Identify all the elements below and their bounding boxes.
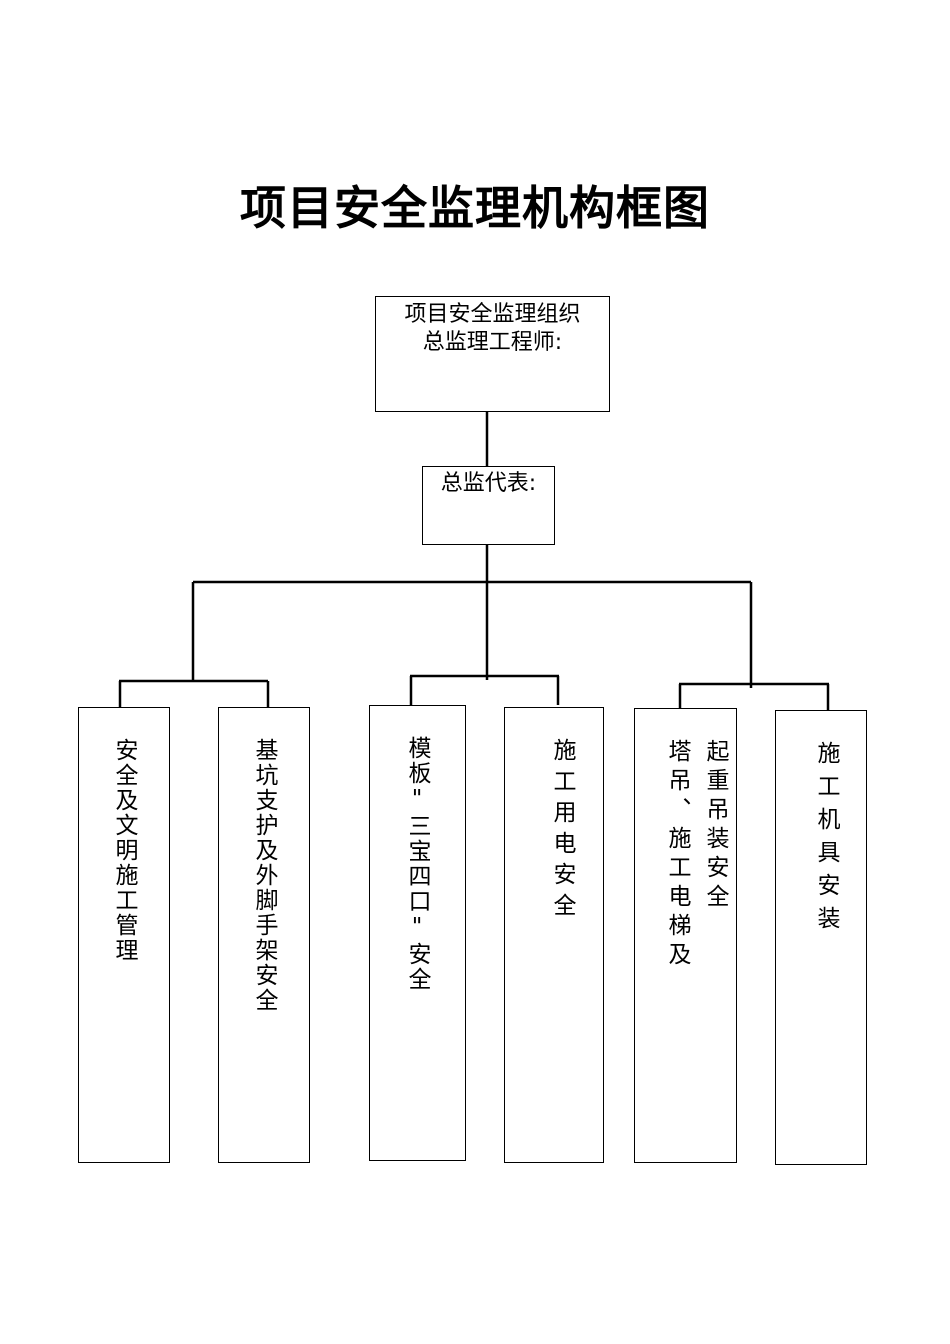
branch-label-5-left: 塔吊、施工电梯及 (664, 739, 690, 971)
root-line-2: 总监理工程师: (422, 330, 563, 355)
root-line-1: 项目安全监理组织 (404, 302, 581, 327)
branch-box-1: 安全及文明施工管理 (78, 707, 170, 1163)
branch-box-2: 基坑支护及外脚手架安全 (218, 707, 310, 1163)
branch-box-3: 模板"三宝四口"安全 (369, 705, 466, 1161)
deputy-box: 总监代表: (422, 466, 555, 545)
branch-box-5: 起重吊装安全 塔吊、施工电梯及 (634, 708, 737, 1163)
branch-box-4: 施工用电安全 (504, 707, 604, 1163)
branch-label-2: 基坑支护及外脚手架安全 (251, 738, 277, 1013)
branch-label-5-right: 起重吊装安全 (702, 739, 728, 913)
branch-box-6: 施工机具安装 (775, 710, 867, 1165)
branch-label-6: 施工机具安装 (813, 741, 839, 939)
deputy-label: 总监代表: (440, 471, 537, 496)
branch-label-3: 模板"三宝四口"安全 (404, 736, 430, 992)
diagram-title: 项目安全监理机构框图 (240, 181, 710, 235)
root-box: 项目安全监理组织 总监理工程师: (375, 296, 610, 412)
branch-label-4: 施工用电安全 (549, 738, 575, 924)
branch-label-1: 安全及文明施工管理 (111, 738, 137, 963)
